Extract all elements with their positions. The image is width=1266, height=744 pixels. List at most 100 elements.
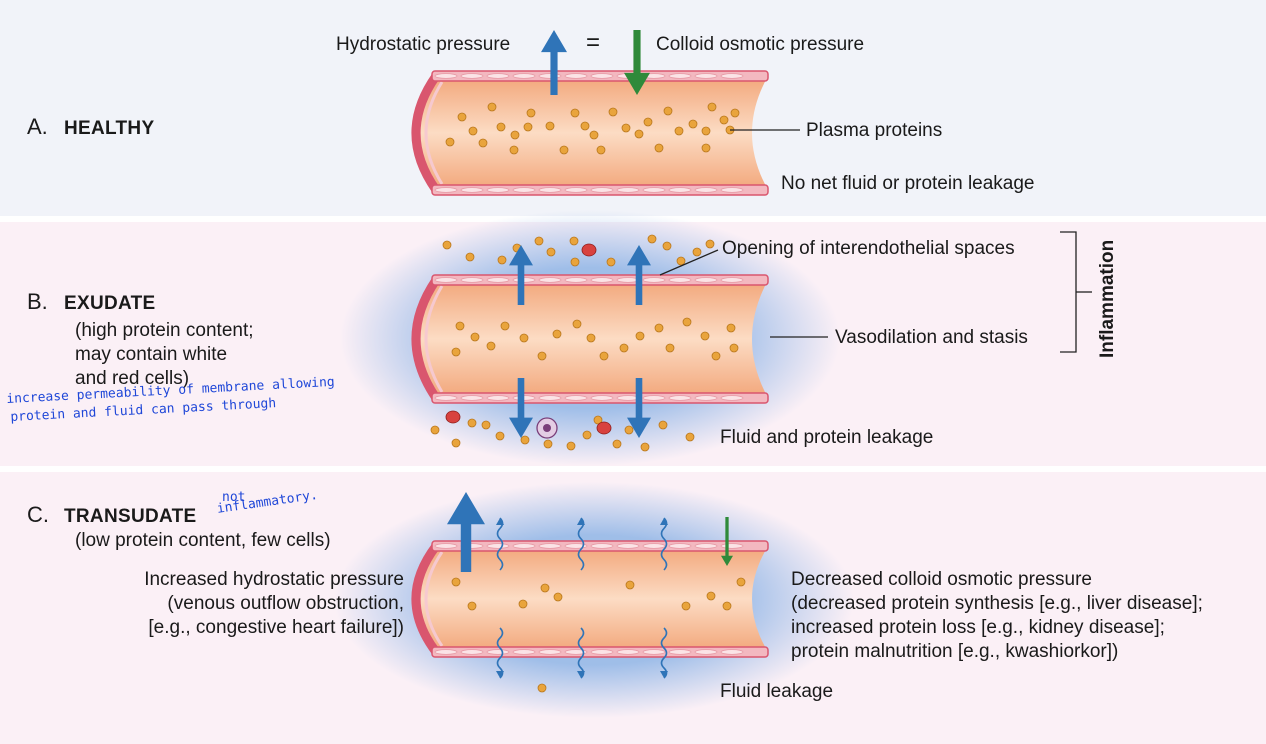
plasma-protein <box>537 683 547 693</box>
equals-sign: = <box>586 29 601 56</box>
leaked-protein <box>430 425 440 435</box>
fluid-wave-up <box>660 517 668 571</box>
leaked-protein <box>465 252 475 262</box>
healthy-endothelial-cell <box>590 73 614 79</box>
transudate-endothelial-cell <box>694 543 718 549</box>
plasma-protein <box>457 112 467 122</box>
plasma-protein <box>451 577 461 587</box>
plasma-protein <box>711 351 721 361</box>
healthy-endothelial-cell <box>512 187 536 193</box>
healthy-rim <box>411 73 440 193</box>
transudate-endothelial-cell <box>486 649 510 655</box>
plasma-protein <box>570 108 580 118</box>
plasma-protein <box>552 329 562 339</box>
transudate-endothelial-cell <box>668 543 692 549</box>
white-blood-cell-nucleus <box>543 424 551 432</box>
colloid-decrease-4: protein malnutrition [e.g., kwashiorkor]… <box>791 641 1119 662</box>
plasma-protein <box>654 143 664 153</box>
plasma-protein <box>509 145 519 155</box>
hydrostatic-arrow-up <box>541 30 567 95</box>
transudate-rim <box>411 543 440 655</box>
plasma-protein <box>510 130 520 140</box>
plasma-protein <box>518 599 528 609</box>
plasma-protein <box>730 108 740 118</box>
exudate-leak-label: Fluid and protein leakage <box>720 427 934 448</box>
plasma-protein <box>487 102 497 112</box>
plasma-protein <box>486 341 496 351</box>
leaked-protein <box>467 418 477 428</box>
plasma-protein <box>523 122 533 132</box>
colloid-arrow-down <box>624 30 650 95</box>
decreased-colloid-arrow <box>721 517 733 566</box>
exudate-endothelial-cell <box>694 395 718 401</box>
healthy-endothelial-cell <box>486 187 510 193</box>
plasma-protein <box>619 343 629 353</box>
exudate-endothelial-cell <box>720 395 744 401</box>
plasma-protein <box>526 108 536 118</box>
leaked-protein <box>520 435 530 445</box>
opening-label: Opening of interendothelial spaces <box>722 238 1015 259</box>
exudate-endothelial-cell <box>538 395 562 401</box>
plasma-protein <box>589 130 599 140</box>
fluid-wave-up <box>496 517 504 571</box>
plasma-protein <box>545 121 555 131</box>
fluid-wave-down-head <box>660 671 668 678</box>
plasma-protein <box>736 577 746 587</box>
plasma-protein <box>688 119 698 129</box>
healthy-endothelial-cell <box>720 187 744 193</box>
plasma-protein <box>665 343 675 353</box>
leaked-protein <box>640 442 650 452</box>
plasma-proteins-label: Plasma proteins <box>806 120 943 141</box>
inflammation-bracket <box>1060 231 1077 353</box>
plasma-protein <box>496 122 506 132</box>
healthy-endothelial-cell <box>564 187 588 193</box>
exudate-endothelial-cell <box>486 395 510 401</box>
hydrostatic-label: Hydrostatic pressure <box>336 34 511 55</box>
healthy-letter: A. <box>27 114 48 139</box>
leak-arrow-down <box>627 378 651 438</box>
healthy-endothelial-cell <box>538 73 562 79</box>
healthy-endothelial-cell <box>434 73 458 79</box>
plasma-protein <box>654 323 664 333</box>
colloid-decrease-3: increased protein loss [e.g., kidney dis… <box>791 617 1165 638</box>
exudate-endothelial-cell <box>642 277 666 283</box>
exudate-endothelial-cell <box>434 277 458 283</box>
plasma-protein <box>729 343 739 353</box>
plasma-protein <box>500 321 510 331</box>
colloid-decrease-2: (decreased protein synthesis [e.g., live… <box>791 593 1203 614</box>
exudate-endothelial-cell <box>538 277 562 283</box>
transudate-endothelial-cell <box>434 649 458 655</box>
red-blood-cell <box>445 410 461 424</box>
exudate-endothelial-cell <box>460 395 484 401</box>
leaked-protein <box>570 257 580 267</box>
fluid-wave-up-head <box>496 518 504 525</box>
colloid-label: Colloid osmotic pressure <box>656 34 865 55</box>
plasma-protein <box>635 331 645 341</box>
fluid-wave-down-head <box>496 671 504 678</box>
transudate-endothelial-cell <box>616 649 640 655</box>
vasodilation-label: Vasodilation and stasis <box>835 327 1028 348</box>
leaked-protein <box>481 420 491 430</box>
exudate-desc-2: may contain white <box>75 344 228 365</box>
healthy-endothelial-cell <box>720 73 744 79</box>
transudate-note-1: not <box>222 490 246 505</box>
leaked-protein <box>658 420 668 430</box>
leaked-protein <box>497 255 507 265</box>
transudate-endothelial-cell <box>720 649 744 655</box>
leaked-protein <box>647 234 657 244</box>
exudate-rim-inner <box>424 285 444 393</box>
healthy-endothelial-cell <box>668 73 692 79</box>
transudate-endothelial-cell <box>564 543 588 549</box>
red-blood-cell <box>596 421 612 435</box>
fluid-wave-down-head <box>577 671 585 678</box>
plasma-protein <box>700 331 710 341</box>
leaked-protein <box>569 236 579 246</box>
plasma-protein <box>580 121 590 131</box>
plasma-protein <box>599 351 609 361</box>
exudate-endothelial-cell <box>590 395 614 401</box>
plasma-protein <box>719 115 729 125</box>
transudate-endothelial-cell <box>694 649 718 655</box>
transudate-endothelial-cell <box>460 649 484 655</box>
transudate-endothelial-cell <box>486 543 510 549</box>
